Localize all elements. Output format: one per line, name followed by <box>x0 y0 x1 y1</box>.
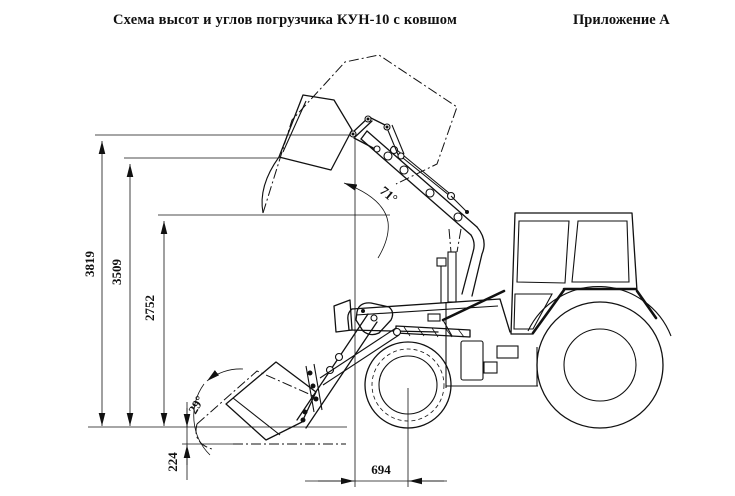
dimension-224: 224 <box>165 402 191 480</box>
bucket-dumped-trace <box>262 54 458 214</box>
dimension-3819: 3819 <box>82 141 106 426</box>
front-bracket <box>333 299 353 333</box>
bucket-rollback-curve <box>195 423 213 450</box>
rear-fender-arc <box>527 286 672 337</box>
boom-lowered <box>296 313 378 429</box>
step <box>483 361 498 374</box>
rear-wheel <box>527 286 672 429</box>
bucket-linkage <box>349 115 405 160</box>
hood <box>347 289 538 388</box>
boom-elbow-plate <box>355 302 394 336</box>
cab-front-window <box>516 220 570 284</box>
angle-71: 71° <box>343 182 401 259</box>
angle-label-71: 71° <box>377 183 401 206</box>
dimension-3509: 3509 <box>109 164 134 426</box>
drawing-title: Схема высот и углов погрузчика КУН-10 с … <box>112 12 458 28</box>
dim-label-3509: 3509 <box>109 259 124 286</box>
cab <box>510 212 658 335</box>
angle-label-29: 29° <box>185 393 207 416</box>
bucket-link <box>300 363 323 423</box>
dim-label-3819: 3819 <box>82 251 97 278</box>
mount-brace <box>441 289 506 322</box>
loader-raised <box>261 54 485 297</box>
tipping-link <box>319 327 402 386</box>
loader-lowered <box>195 302 402 450</box>
dimension-694: 694 <box>305 462 447 485</box>
front-wheel <box>364 341 452 429</box>
tractor <box>333 212 672 429</box>
cab-lower-window <box>513 293 553 330</box>
dim-label-224: 224 <box>165 452 180 472</box>
dimension-2752: 2752 <box>142 221 168 426</box>
bucket-raised <box>261 94 353 214</box>
dimension-lines: 3819 3509 2752 224 <box>82 133 447 487</box>
bucket-lowered <box>225 361 317 441</box>
dim-label-2752: 2752 <box>142 295 157 321</box>
cab-rear-window <box>571 220 630 283</box>
boom-raised <box>360 130 485 297</box>
annex-label: Приложение А <box>573 12 670 28</box>
fuel-tank <box>460 340 484 381</box>
toolbox <box>496 345 519 359</box>
dim-label-694: 694 <box>371 462 391 477</box>
exhaust-pipe <box>436 228 462 303</box>
bucket-rollback-trace <box>196 370 319 425</box>
